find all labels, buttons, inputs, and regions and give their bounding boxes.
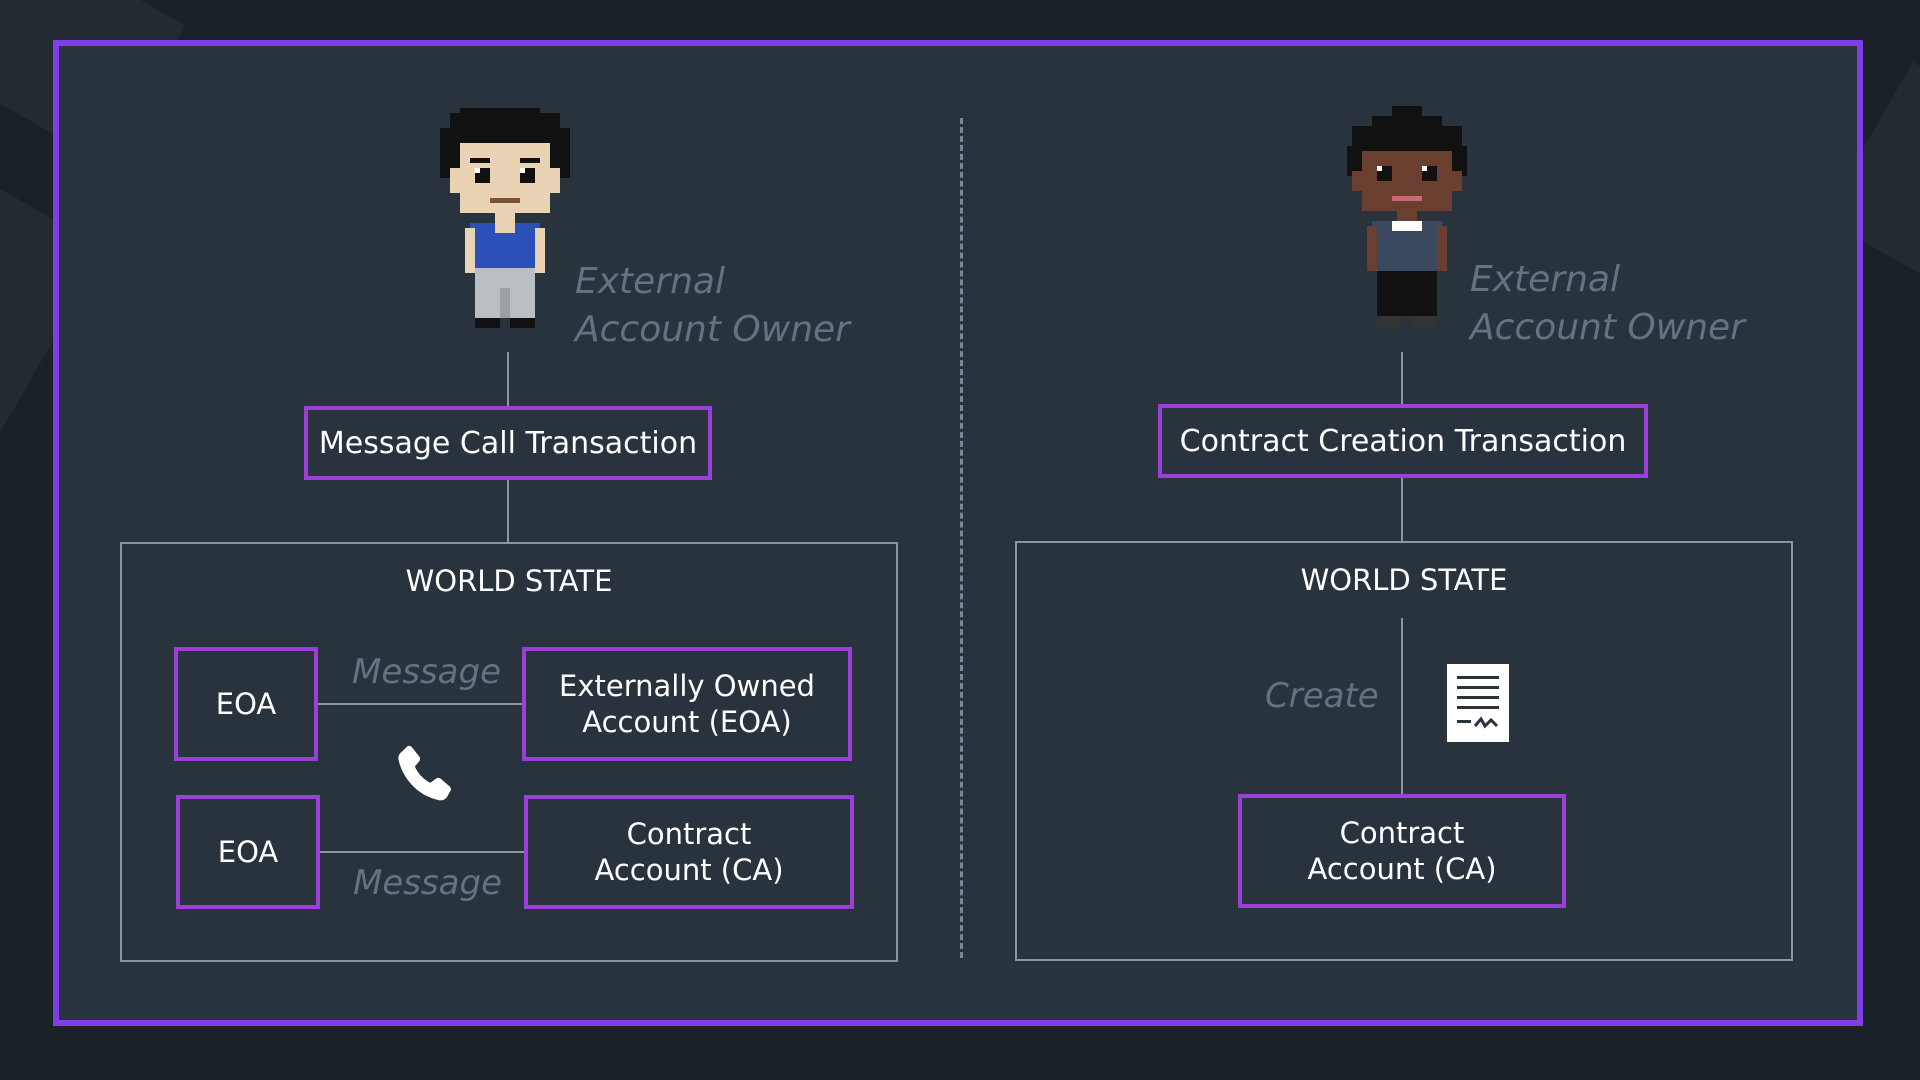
owner-label-line2: Account Owner <box>575 309 850 350</box>
account-label-line1: Contract <box>1339 815 1465 850</box>
account-label-line2: Account (CA) <box>594 853 784 887</box>
transaction-label: Message Call Transaction <box>318 425 698 461</box>
contract-creation-transaction-box: Contract Creation Transaction <box>1158 404 1648 478</box>
phone-icon <box>398 745 451 801</box>
connector-line <box>1401 478 1403 541</box>
message-call-transaction-box: Message Call Transaction <box>304 406 712 480</box>
owner-label-line1: External <box>1470 259 1620 300</box>
account-label-line1: Contract <box>626 816 752 851</box>
transaction-label: Contract Creation Transaction <box>1179 423 1627 459</box>
connector-line <box>507 352 509 406</box>
connector-line <box>1401 352 1403 404</box>
create-line <box>1401 618 1403 796</box>
eoa-label: EOA <box>217 834 279 869</box>
create-label: Create <box>1265 676 1379 716</box>
message-label-top: Message <box>352 652 502 692</box>
owner-label-right: External Account Owner <box>1470 256 1745 352</box>
account-label-line2: Account (EOA) <box>582 705 792 739</box>
account-label-line1: Externally Owned <box>559 668 815 703</box>
world-state-left: WORLD STATE <box>120 542 898 962</box>
eoa-avatar-left <box>440 108 570 328</box>
world-state-right: WORLD STATE <box>1015 541 1793 961</box>
world-state-title: WORLD STATE <box>1300 563 1508 597</box>
contract-account-box-left: Contract Account (CA) <box>524 795 854 909</box>
world-state-title: WORLD STATE <box>405 564 613 598</box>
message-label-bottom: Message <box>353 863 503 903</box>
contract-account-box-right: Contract Account (CA) <box>1238 794 1566 908</box>
eoa-box-bottom: EOA <box>176 795 320 909</box>
externally-owned-account-box: Externally Owned Account (EOA) <box>522 647 852 761</box>
message-line-bottom <box>320 851 526 853</box>
eoa-box-top: EOA <box>174 647 318 761</box>
account-label-line2: Account (CA) <box>1307 852 1497 886</box>
connector-line <box>507 480 509 542</box>
owner-label-left: External Account Owner <box>575 258 850 354</box>
panel-divider <box>960 118 963 958</box>
document-icon <box>1447 664 1509 742</box>
owner-label-line2: Account Owner <box>1470 307 1745 348</box>
eoa-label: EOA <box>215 686 277 721</box>
message-line-top <box>318 703 524 705</box>
eoa-avatar-right <box>1347 106 1467 326</box>
owner-label-line1: External <box>575 261 725 302</box>
